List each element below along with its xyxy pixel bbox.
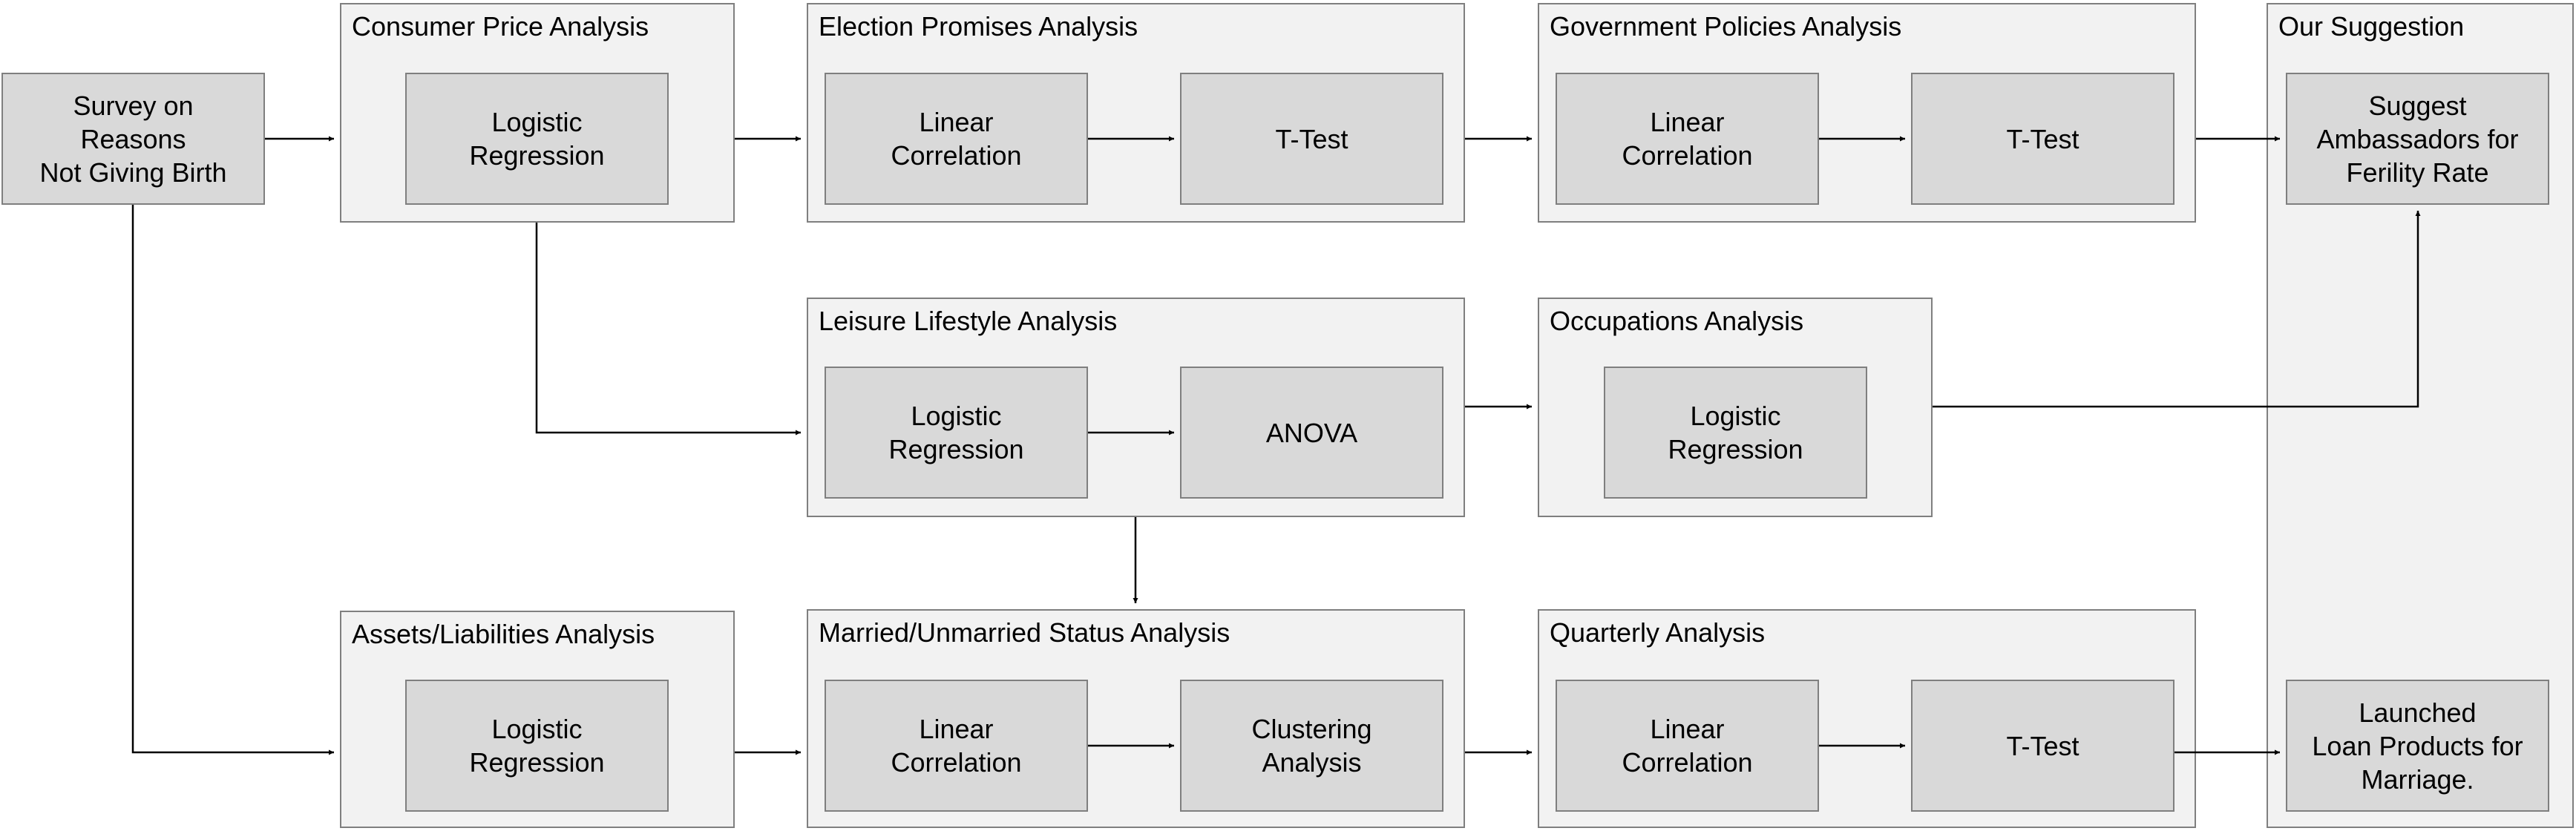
node-election-linear-correlation: Linear Correlation bbox=[825, 73, 1088, 205]
node-consumer-logistic-regression: Logistic Regression bbox=[405, 73, 669, 205]
node-occupations-logistic-regression: Logistic Regression bbox=[1604, 367, 1867, 499]
group-title-election-promises: Election Promises Analysis bbox=[819, 11, 1138, 42]
group-title-consumer-price: Consumer Price Analysis bbox=[352, 11, 649, 42]
node-quarterly-linear-correlation: Linear Correlation bbox=[1556, 680, 1819, 812]
group-title-quarterly: Quarterly Analysis bbox=[1550, 617, 1766, 648]
node-government-linear-correlation: Linear Correlation bbox=[1556, 73, 1819, 205]
node-married-linear-correlation: Linear Correlation bbox=[825, 680, 1088, 812]
node-suggest-ambassadors: Suggest Ambassadors for Ferility Rate bbox=[2286, 73, 2549, 205]
edge-consumer-to-leisure bbox=[535, 223, 801, 436]
edge-occupations-to-suggest-ambassadors bbox=[1933, 211, 2421, 408]
group-title-assets-liabilities: Assets/Liabilities Analysis bbox=[352, 619, 655, 649]
node-leisure-anova: ANOVA bbox=[1180, 367, 1443, 499]
group-title-leisure-lifestyle: Leisure Lifestyle Analysis bbox=[819, 306, 1118, 336]
node-married-clustering-analysis: Clustering Analysis bbox=[1180, 680, 1443, 812]
edge-survey-to-assets bbox=[131, 205, 334, 755]
node-election-t-test: T-Test bbox=[1180, 73, 1443, 205]
node-quarterly-t-test: T-Test bbox=[1911, 680, 2174, 812]
node-assets-logistic-regression: Logistic Regression bbox=[405, 680, 669, 812]
group-title-occupations: Occupations Analysis bbox=[1550, 306, 1804, 336]
group-title-our-suggestion: Our Suggestion bbox=[2278, 11, 2465, 42]
node-survey: Survey on Reasons Not Giving Birth bbox=[1, 73, 265, 205]
node-leisure-logistic-regression: Logistic Regression bbox=[825, 367, 1088, 499]
node-launched-loan-products: Launched Loan Products for Marriage. bbox=[2286, 680, 2549, 812]
group-title-government-policies: Government Policies Analysis bbox=[1550, 11, 1902, 42]
group-title-married-status: Married/Unmarried Status Analysis bbox=[819, 617, 1230, 648]
node-government-t-test: T-Test bbox=[1911, 73, 2174, 205]
